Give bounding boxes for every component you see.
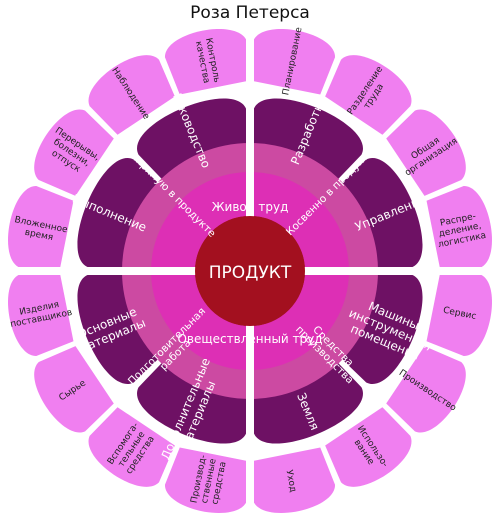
outer-petal [34, 346, 114, 433]
outer-petal [325, 407, 412, 487]
petal-label: Производ-ственныесредства [190, 454, 230, 508]
diagram-title: Роза Петерса [190, 3, 310, 23]
outer-petal [426, 273, 492, 357]
outer-petal [164, 447, 248, 513]
outer-petal [386, 109, 466, 196]
outer-petal [252, 447, 336, 513]
center-disc-top [195, 216, 305, 326]
dark-segments [77, 98, 423, 444]
outer-petal [386, 346, 466, 433]
outer-petal [426, 185, 492, 269]
outer-petal [88, 55, 175, 135]
outer-petal [88, 407, 175, 487]
dark-segment [252, 98, 363, 185]
dark-segment [252, 357, 363, 444]
inner-bottom-label: Овеществленный труд [177, 332, 322, 346]
outer-petal [325, 55, 412, 135]
outer-petals [8, 29, 492, 513]
separator-lines [0, 21, 500, 521]
dark-segment [77, 273, 164, 384]
dark-segment [336, 273, 423, 384]
dark-segment [77, 158, 164, 269]
outer-petal [252, 29, 336, 95]
outer-petal [8, 185, 74, 269]
inner-top-label: Живой труд [212, 200, 289, 214]
center-label: ПРОДУКТ [209, 263, 292, 283]
dark-segment [137, 98, 248, 185]
outer-petal [8, 273, 74, 357]
dark-segment [137, 357, 248, 444]
outer-petal [34, 109, 114, 196]
outer-petal [164, 29, 248, 95]
petal-label: Уход [284, 469, 298, 493]
dark-segment [336, 158, 423, 269]
